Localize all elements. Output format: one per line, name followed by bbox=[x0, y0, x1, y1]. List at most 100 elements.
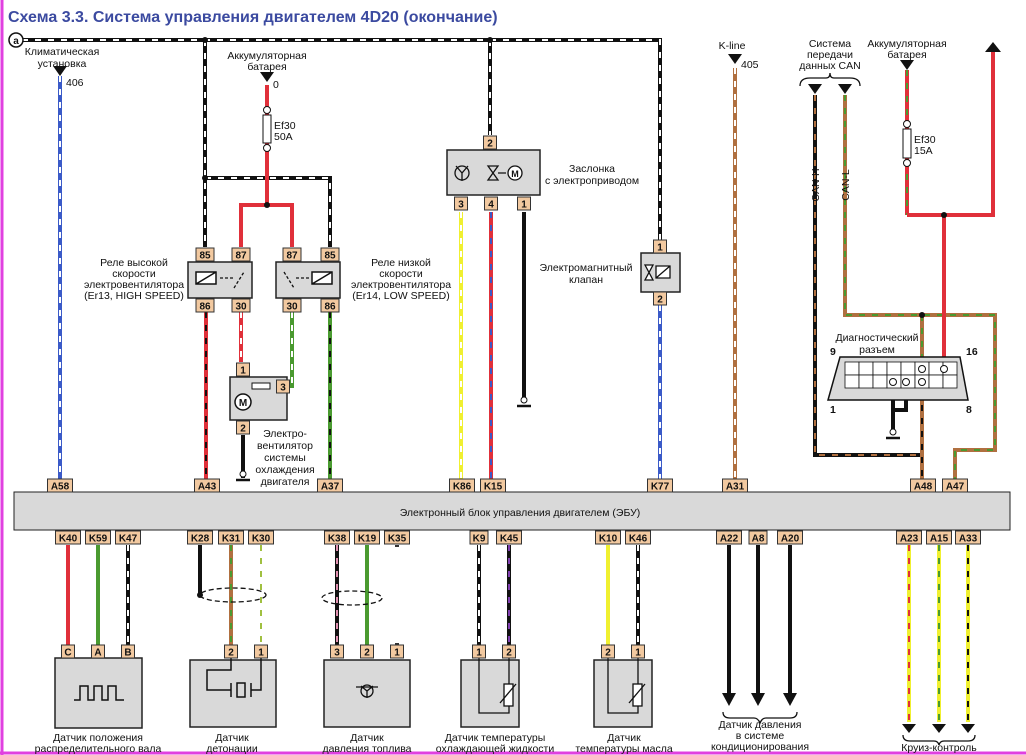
ecu-label: Электронный блок управления двигателем (… bbox=[400, 507, 641, 519]
sensor-pin-box bbox=[330, 644, 344, 659]
ac-sensor-label: в системе bbox=[736, 730, 785, 742]
damper-pin-box bbox=[484, 196, 498, 211]
knock-sensor-label: Датчик bbox=[215, 732, 249, 744]
arrow-down-icon bbox=[783, 693, 797, 706]
can-label: данных CAN bbox=[799, 60, 860, 72]
ecu-pin: K46 bbox=[629, 534, 648, 545]
relay-pin: 87 bbox=[235, 251, 247, 262]
sensor-icon bbox=[454, 165, 470, 181]
fan-pin-box bbox=[236, 362, 250, 377]
climate-circuit-number: 406 bbox=[66, 77, 84, 89]
relay-pin: 87 bbox=[286, 251, 298, 262]
terminal-arrow-icon bbox=[838, 84, 852, 94]
junction-dot bbox=[941, 212, 947, 218]
thermistor-icon bbox=[628, 683, 646, 704]
piezo-icon bbox=[236, 682, 246, 698]
diag-connector-label: разъем bbox=[859, 344, 895, 356]
relay-pin: 85 bbox=[324, 251, 336, 262]
ecu-pin: K59 bbox=[89, 534, 108, 545]
ecu-pin-box bbox=[469, 530, 489, 545]
can-brace bbox=[799, 72, 861, 87]
sensor-pin: 3 bbox=[334, 648, 340, 659]
cam-sensor-label: распределительного вала bbox=[35, 743, 162, 755]
ecu-pin: A23 bbox=[900, 534, 919, 545]
diag-pin-number: 1 bbox=[830, 404, 836, 416]
sensor-pin: 1 bbox=[394, 648, 400, 659]
sensor-pin: A bbox=[94, 648, 101, 659]
relay-high-label: (Er13, HIGH SPEED) bbox=[84, 290, 184, 302]
ecu-pin: K40 bbox=[59, 534, 78, 545]
ecu-pin: A37 bbox=[321, 482, 340, 493]
can-label: Система bbox=[809, 38, 851, 50]
ecu-pin: A20 bbox=[781, 534, 800, 545]
sensor-pin: 2 bbox=[506, 648, 512, 659]
ecu-pin-box bbox=[496, 530, 522, 545]
pulse-signal-icon bbox=[74, 685, 124, 701]
relay-high-label: скорости bbox=[112, 268, 156, 280]
page-title: Схема 3.3. Система управления двигателем… bbox=[8, 9, 498, 26]
coolant-sensor-label: Датчик температуры bbox=[445, 732, 546, 744]
ecu-pin-box bbox=[595, 530, 621, 545]
diag-socket bbox=[844, 361, 860, 376]
relay-pin-box bbox=[195, 247, 215, 262]
thermistor-icon bbox=[499, 683, 517, 704]
relay-pin: 30 bbox=[286, 302, 298, 313]
knock-sensor bbox=[189, 659, 277, 728]
relay-switch-icon bbox=[283, 271, 310, 289]
wire-stripe bbox=[205, 177, 331, 247]
arrow-down-icon bbox=[751, 693, 765, 706]
shield-icon bbox=[199, 587, 267, 603]
relay-pin-box bbox=[282, 247, 302, 262]
kline-circuit-number: 405 bbox=[741, 59, 759, 71]
junction-dot bbox=[202, 37, 208, 43]
ground-terminal bbox=[520, 396, 528, 404]
ecu-pin-box bbox=[115, 530, 141, 545]
fuse-rating: 50A bbox=[274, 131, 293, 143]
damper-label: с электроприводом bbox=[545, 175, 639, 187]
relay-pin-box bbox=[320, 298, 340, 313]
fan-label: системы bbox=[264, 452, 306, 464]
diag-socket bbox=[844, 374, 860, 389]
wire-stripe bbox=[844, 95, 996, 480]
relay-pin: 85 bbox=[199, 251, 211, 262]
arrow-down-icon bbox=[902, 724, 916, 733]
ecu-block bbox=[13, 491, 1011, 531]
can-label: передачи bbox=[807, 49, 853, 61]
ecu-pin: A33 bbox=[959, 534, 978, 545]
ecu-pin-box bbox=[625, 530, 651, 545]
ecu-pin-box bbox=[449, 478, 475, 493]
ecu-pin-box bbox=[324, 530, 350, 545]
junction-dot bbox=[919, 312, 925, 318]
fuse-terminal bbox=[263, 144, 271, 152]
ecu-pin-box bbox=[777, 530, 803, 545]
damper-label: Заслонка bbox=[569, 163, 615, 175]
ac-sensor-label: Датчик давления bbox=[719, 719, 802, 731]
sensor-pin-box bbox=[472, 644, 486, 659]
cam-sensor-label: Датчик положения bbox=[53, 732, 143, 744]
sensor-pin-box bbox=[360, 644, 374, 659]
diag-socket bbox=[858, 361, 874, 376]
ecu-pin-box bbox=[896, 530, 922, 545]
can-l-label: CAN-L bbox=[840, 169, 852, 201]
solenoid-pin-box bbox=[653, 291, 667, 306]
terminal-arrow-icon bbox=[260, 72, 274, 82]
relay-pin-box bbox=[282, 298, 302, 313]
sensor-pin-box bbox=[121, 644, 135, 659]
diag-contact bbox=[889, 378, 897, 386]
bus-marker-icon bbox=[8, 32, 24, 48]
diag-socket bbox=[858, 374, 874, 389]
ecu-pin: A8 bbox=[752, 534, 765, 545]
sensor-pin-box bbox=[631, 644, 645, 659]
sensor-pin: 1 bbox=[635, 648, 641, 659]
pressure-sensor-icon bbox=[356, 684, 378, 698]
relay-pin: 86 bbox=[199, 302, 211, 313]
wire-stripe bbox=[22, 39, 661, 240]
ecu-pin-box bbox=[716, 530, 742, 545]
fuse2-rating: 15A bbox=[914, 145, 933, 157]
relay-low-label: (Er14, LOW SPEED) bbox=[352, 290, 449, 302]
arrow-down-icon bbox=[932, 724, 946, 733]
junction-dot bbox=[202, 175, 208, 181]
diag-socket bbox=[900, 361, 916, 376]
fuse2-label: Ef30 bbox=[914, 134, 936, 146]
ecu-pin-box bbox=[194, 478, 220, 493]
